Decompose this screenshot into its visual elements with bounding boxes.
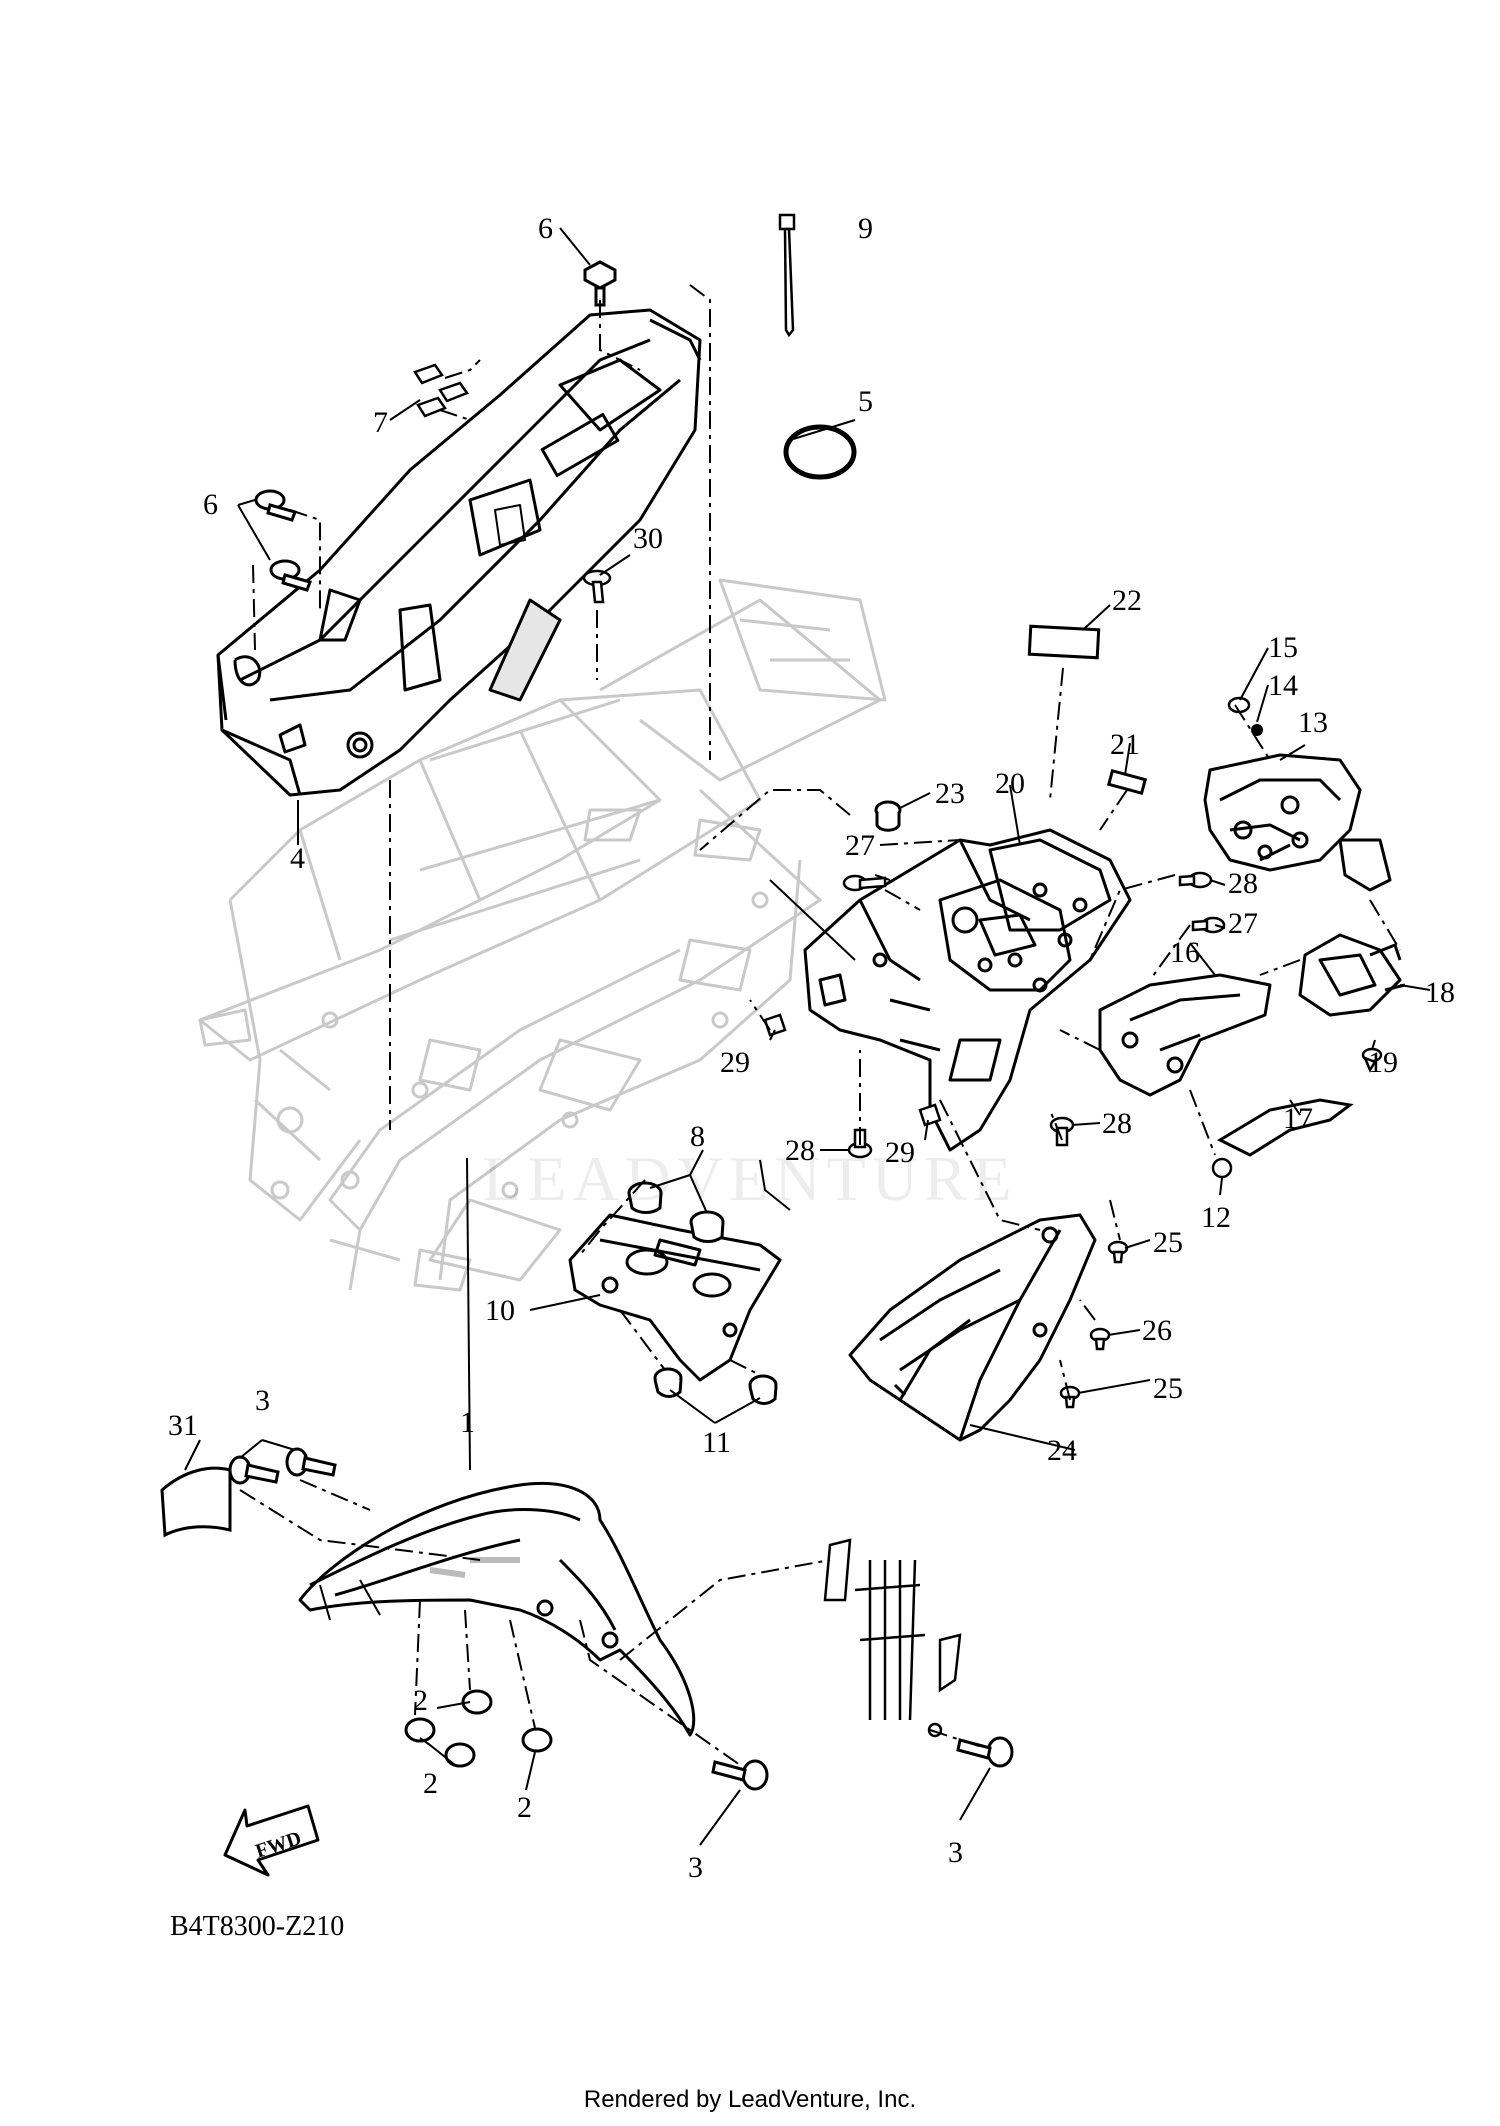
callout-18: 18 <box>1425 976 1455 1009</box>
part-31-decal <box>160 1466 232 1538</box>
callout-labels: 1 2 2 2 3 3 3 4 5 6 6 7 8 9 10 11 12 13 … <box>168 212 1455 1884</box>
part-16-plate <box>1098 973 1272 1097</box>
part-4-tail-tray <box>216 308 702 797</box>
callout-26: 26 <box>1142 1314 1172 1347</box>
callout-16: 16 <box>1170 936 1200 969</box>
fwd-arrow-icon: FWD <box>223 1804 320 1877</box>
callout-9: 9 <box>858 212 873 245</box>
part-12-nut <box>1211 1157 1233 1179</box>
part-30-screw <box>582 569 612 604</box>
callout-11: 11 <box>702 1426 731 1459</box>
part-21-pin <box>1106 769 1148 795</box>
callout-25: 25 <box>1153 1226 1183 1259</box>
callout-3: 3 <box>948 1836 963 1869</box>
watermark-text: LEADVENTURE <box>482 1143 1017 1214</box>
part-6-bolt-top <box>583 260 617 307</box>
assembly-leaders <box>239 284 1401 1766</box>
part-2-grommets <box>404 1689 553 1768</box>
callout-13: 13 <box>1298 706 1328 739</box>
part-24-inner-fender <box>848 1213 1097 1442</box>
footer-credit: Rendered by LeadVenture, Inc. <box>583 2086 917 2113</box>
callout-28: 28 <box>785 1134 815 1167</box>
part-20-bracket <box>803 828 1132 1152</box>
callout-30: 30 <box>633 522 663 555</box>
callout-10: 10 <box>485 1294 515 1327</box>
callout-6: 6 <box>203 488 218 521</box>
callout-15: 15 <box>1268 631 1298 664</box>
part-13-cover <box>1203 753 1392 892</box>
callout-6: 6 <box>538 212 553 245</box>
callout-1: 1 <box>460 1406 475 1439</box>
callout-leaders <box>184 227 1431 1846</box>
callout-28: 28 <box>1102 1107 1132 1140</box>
part-1-front-fender <box>298 1481 696 1737</box>
callout-31: 31 <box>168 1409 198 1442</box>
callout-27: 27 <box>1228 907 1258 940</box>
callout-4: 4 <box>290 842 305 875</box>
part-3-bolts <box>228 1447 1014 1791</box>
fasteners-27-28 <box>842 871 1226 1159</box>
part-18-bracket <box>1298 933 1406 1017</box>
diagram-code: B4T8300-Z210 <box>170 1911 344 1942</box>
callout-2: 2 <box>413 1684 428 1717</box>
part-11-collars <box>653 1367 778 1405</box>
callout-5: 5 <box>858 385 873 418</box>
callout-21: 21 <box>1110 728 1140 761</box>
callout-24: 24 <box>1047 1434 1077 1467</box>
part-29-nuts <box>763 1013 942 1127</box>
callout-27: 27 <box>845 829 875 862</box>
callout-20: 20 <box>995 767 1025 800</box>
part-14-washer <box>1251 724 1263 736</box>
callout-12: 12 <box>1201 1201 1231 1234</box>
parts-25-26-screws <box>1059 1240 1129 1409</box>
brake-hose-guide <box>823 1538 962 1738</box>
callout-17: 17 <box>1283 1102 1313 1135</box>
rear-frame <box>198 578 887 1292</box>
callout-28: 28 <box>1228 867 1258 900</box>
part-23-collar <box>874 800 902 832</box>
part-17-bracket <box>1216 1098 1354 1157</box>
part-19-screw <box>1361 1047 1383 1073</box>
callout-7: 7 <box>373 406 388 439</box>
part-6-bolts-left <box>254 489 312 592</box>
callout-14: 14 <box>1268 669 1298 702</box>
callout-23: 23 <box>935 777 965 810</box>
part-10-bracket <box>568 1213 782 1382</box>
part-22-pad <box>1027 624 1101 660</box>
part-9-cable-tie <box>778 213 796 338</box>
callout-22: 22 <box>1112 584 1142 617</box>
callout-2: 2 <box>517 1791 532 1824</box>
callout-2: 2 <box>423 1767 438 1800</box>
part-7-clips <box>413 363 469 418</box>
callout-19: 19 <box>1368 1046 1398 1079</box>
callout-8: 8 <box>690 1120 705 1153</box>
callout-3: 3 <box>255 1384 270 1417</box>
callout-29: 29 <box>885 1136 915 1169</box>
callout-29: 29 <box>720 1046 750 1079</box>
callout-25: 25 <box>1153 1372 1183 1405</box>
part-5-o-ring <box>783 424 857 480</box>
callout-3: 3 <box>688 1851 703 1884</box>
